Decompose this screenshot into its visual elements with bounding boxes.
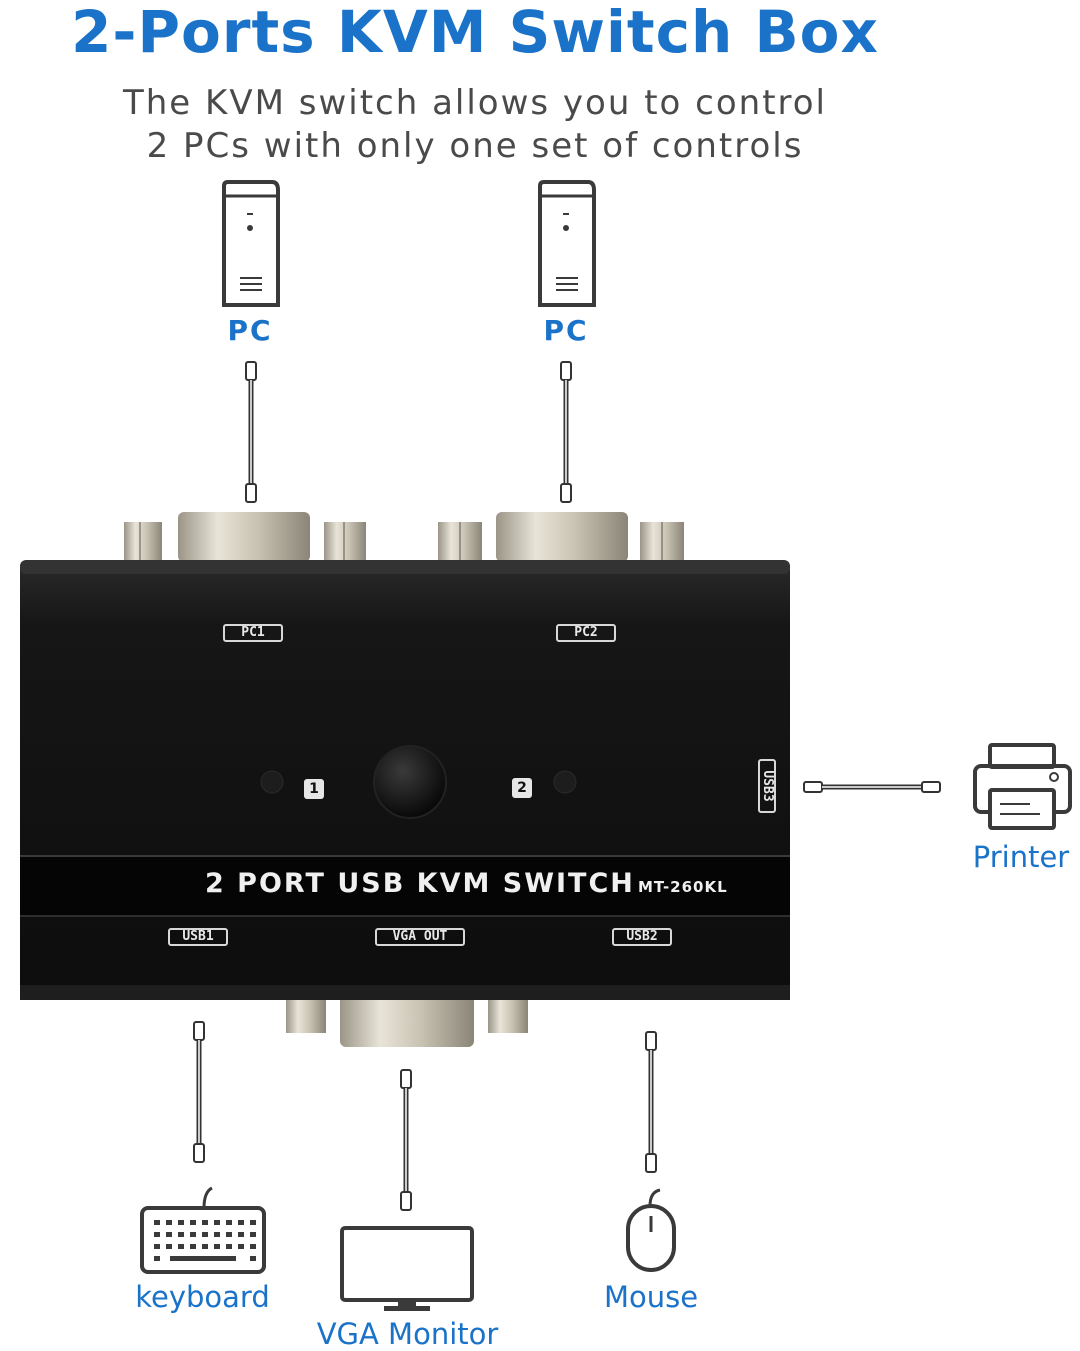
product-name: 2 PORT USB KVM SWITCH bbox=[205, 868, 635, 899]
pc2-label: PC bbox=[543, 314, 589, 347]
pc-icon-2 bbox=[538, 180, 596, 307]
port-label-usb1: USB1 bbox=[168, 928, 228, 946]
keyboard-icon bbox=[140, 1186, 266, 1274]
vga-connector-pc2 bbox=[438, 512, 684, 562]
switch-button[interactable] bbox=[373, 745, 447, 819]
led-1 bbox=[260, 770, 284, 794]
vga-connector-out bbox=[286, 995, 528, 1047]
cable-pc1 bbox=[245, 361, 257, 503]
cable-printer bbox=[803, 781, 941, 793]
port-label-pc2: PC2 bbox=[556, 624, 616, 642]
monitor-icon bbox=[340, 1226, 474, 1311]
pc-icon-1 bbox=[222, 180, 280, 307]
page-title: 2-Ports KVM Switch Box bbox=[71, 0, 879, 66]
mouse-label: Mouse bbox=[603, 1280, 699, 1314]
cable-keyboard bbox=[193, 1021, 205, 1163]
indicator-label-1: 1 bbox=[304, 779, 324, 799]
led-2 bbox=[553, 770, 577, 794]
cable-monitor bbox=[400, 1069, 412, 1211]
keyboard-label: keyboard bbox=[135, 1280, 270, 1314]
printer-icon bbox=[973, 743, 1072, 830]
port-label-pc1: PC1 bbox=[223, 624, 283, 642]
port-label-usb2: USB2 bbox=[612, 928, 672, 946]
subtitle-line-2: 2 PCs with only one set of controls bbox=[146, 126, 804, 166]
cable-mouse bbox=[645, 1031, 657, 1173]
monitor-label: VGA Monitor bbox=[316, 1317, 499, 1351]
port-label-usb3: USB3 bbox=[758, 759, 776, 813]
vga-connector-pc1 bbox=[124, 512, 366, 562]
printer-label: Printer bbox=[972, 840, 1070, 874]
subtitle-line-1: The KVM switch allows you to control bbox=[122, 83, 828, 123]
pc1-label: PC bbox=[227, 314, 273, 347]
cable-pc2 bbox=[560, 361, 572, 503]
mouse-icon bbox=[626, 1188, 676, 1272]
port-label-vga-out: VGA OUT bbox=[375, 928, 465, 946]
indicator-label-2: 2 bbox=[512, 778, 532, 798]
model-number: MT-260KL bbox=[638, 878, 728, 896]
